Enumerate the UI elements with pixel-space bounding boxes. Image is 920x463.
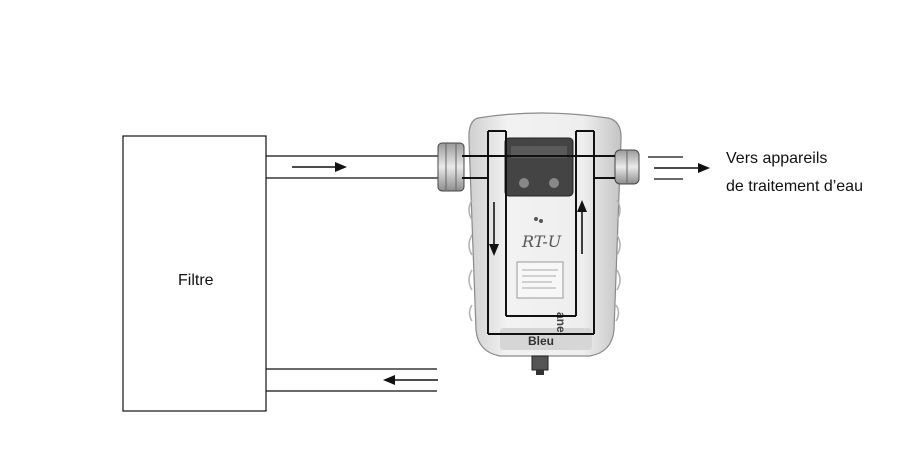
device-badge: Bleu <box>528 334 554 348</box>
destination-pipe <box>648 156 683 180</box>
filter-label: Filtre <box>178 272 214 289</box>
flow-arrow-down-icon <box>489 202 499 256</box>
outlet-pipe <box>266 155 440 179</box>
internal-flow-path <box>462 130 615 335</box>
flow-arrow-right-icon <box>292 162 347 172</box>
inlet-fitting <box>437 142 465 192</box>
outlet-fitting <box>614 149 640 185</box>
return-pipe <box>266 368 437 392</box>
destination-label-line2: de traitement d’eau <box>726 178 863 195</box>
drain-plug <box>531 355 549 371</box>
destination-label-line1: Vers appareils <box>726 150 828 167</box>
device-side-text: ane <box>554 312 568 333</box>
flow-arrow-left-icon <box>383 375 438 385</box>
flow-arrow-up-icon <box>577 200 587 254</box>
device-logo-script: RT-U <box>521 232 562 251</box>
flow-arrow-right-icon <box>654 163 710 173</box>
device-sticker <box>516 261 564 299</box>
filter-box <box>122 135 267 412</box>
